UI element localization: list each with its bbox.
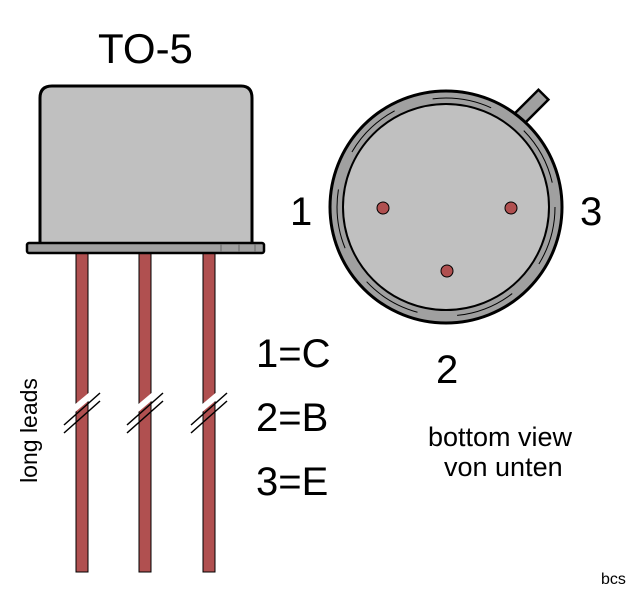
pin-label-1: 1 (290, 190, 313, 234)
bottom-view-label: bottom view (428, 422, 573, 452)
pin-label-3: 3 (580, 190, 603, 234)
flange (25, 241, 266, 255)
can-body (38, 84, 254, 246)
side-view (25, 84, 266, 573)
pinout-3: 3=E (256, 460, 329, 504)
break-marks (61, 387, 228, 434)
pin-2 (440, 264, 454, 278)
pinout-2: 2=B (256, 396, 329, 440)
base-disc (342, 103, 550, 311)
title: TO-5 (98, 25, 193, 72)
pin-label-2: 2 (436, 348, 459, 392)
pin-3 (504, 201, 518, 215)
pinout-1: 1=C (256, 332, 331, 376)
credit: bcs (601, 571, 626, 588)
long-leads-label: long leads (15, 378, 42, 483)
pin-1 (376, 201, 390, 215)
bottom-view (328, 87, 564, 325)
von-unten-label: von unten (444, 452, 563, 482)
